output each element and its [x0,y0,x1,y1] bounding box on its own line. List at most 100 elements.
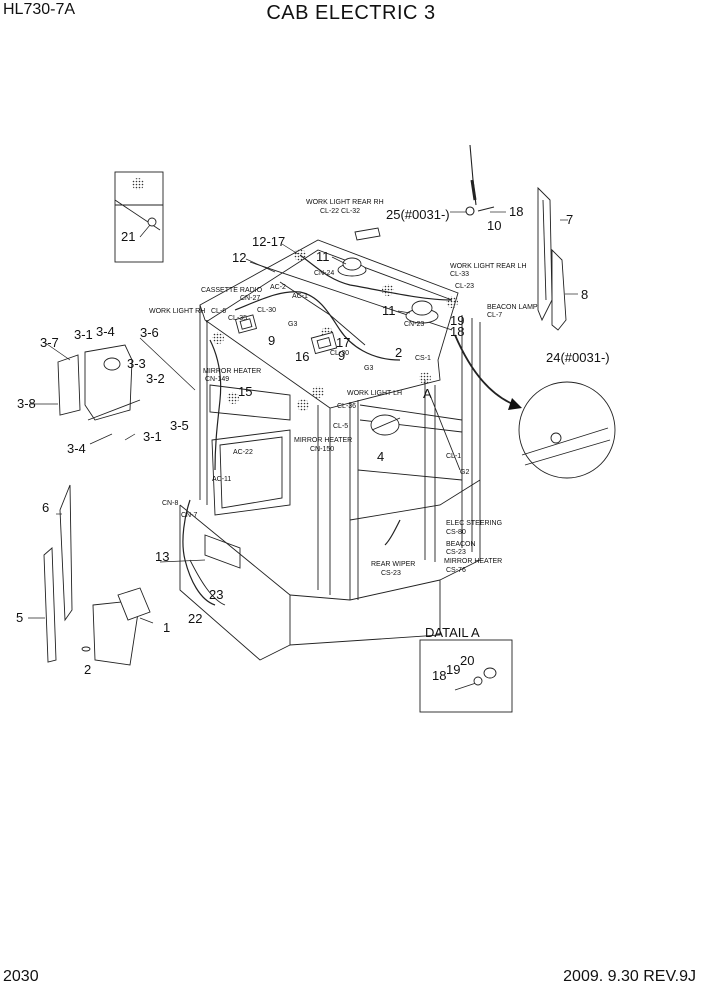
label-ac11: AC-11 [212,476,231,483]
callout-19a: 19 [450,313,464,328]
callout-18a: 18 [509,204,523,219]
wiper-blade-6 [59,484,73,622]
inset-24 [518,381,616,479]
label-mirror-heater-cs76: MIRROR HEATER [444,558,502,565]
callout-23: 23 [209,587,223,602]
label-mirror-heater-150: MIRROR HEATER [294,437,352,444]
label-beacon: BEACON [446,541,476,548]
wiper-arm-8 [551,248,567,331]
callout-A: A [423,386,432,401]
callout-4: 4 [377,449,384,464]
label-cs1: CS-1 [415,355,431,362]
label-cl1: CL-1 [446,453,461,460]
label-cn23: CN-23 [404,321,424,328]
washer-tank [57,344,141,421]
callout-3-5: 3-5 [170,418,189,433]
detail-a-title: DATAIL A [425,625,480,640]
callout-9a: 9 [268,333,275,348]
label-g3b: G3 [364,365,373,372]
label-cl36: CL-36 [337,403,356,410]
label-work-light-lh: WORK LIGHT LH [347,390,402,397]
label-cn7: CN-7 [181,512,197,519]
label-cl22-cl32: CL-22 CL-32 [320,208,360,215]
callout-3-4b: 3-4 [67,441,86,456]
callout-21: 21 [121,229,135,244]
label-cn150: CN-150 [310,446,334,453]
label-cl30b: CL-30 [330,350,349,357]
callout-25: 25(#0031-) [386,207,450,222]
label-cn27: CN-27 [240,295,260,302]
callout-3-2: 3-2 [146,371,165,386]
callout-3-7: 3-7 [40,335,59,350]
label-mirror-heater-149: MIRROR HEATER [203,368,261,375]
label-cassette-radio: CASSETTE RADIO [201,287,263,294]
bracket-25 [354,227,381,241]
arrow-line [454,334,516,406]
callout-3-4a: 3-4 [96,324,115,339]
motor-assembly-1 [81,587,151,666]
label-cs76: CS-76 [446,567,466,574]
work-lamp-11a [337,257,367,277]
wiper-arm-5 [43,547,57,663]
label-cl5: CL-5 [333,423,348,430]
callout-10: 10 [487,218,501,233]
wiper-motor-7 [537,186,553,322]
date-revision: 2009. 9.30 REV.9J [563,968,696,985]
work-lamp-11b [405,300,439,324]
label-work-light-rear-lh: WORK LIGHT REAR LH [450,263,527,270]
label-work-light-rh: WORK LIGHT RH [149,308,205,315]
roof-switch-9a [234,314,258,334]
callout-2b: 2 [395,345,402,360]
label-cs80: CS-80 [446,529,466,536]
label-elec-steering: ELEC STEERING [446,520,502,527]
callout-9b: 9 [338,348,345,363]
label-cs23a: CS-23 [446,549,466,556]
detail-a-box [419,639,513,713]
callout-3-3: 3-3 [127,356,146,371]
callout-22: 22 [188,611,202,626]
callout-3-1b: 3-1 [143,429,162,444]
label-cl7: CL-7 [487,312,502,319]
callout-18c: 18 [432,668,446,683]
label-g3a: G3 [288,321,297,328]
callout-3-8: 3-8 [17,396,36,411]
antenna [465,144,495,216]
label-g2: G2 [460,469,469,476]
panel-13 [189,534,241,606]
callout-1: 1 [163,620,170,635]
inset-21 [114,171,164,263]
callout-20: 20 [460,653,474,668]
label-cl6: CL-6 [211,308,226,315]
callout-18b: 18 [450,324,464,339]
callout-12-17: 12-17 [252,234,285,249]
detail-a-parts [454,667,497,691]
callout-17: 17 [336,335,350,350]
label-cs23b: CS-23 [381,570,401,577]
page-number: 2030 [3,968,39,985]
callout-3-1a: 3-1 [74,327,93,342]
callout-11b: 11 [382,303,396,318]
callout-3-6: 3-6 [140,325,159,340]
label-work-light-rear-rh: WORK LIGHT REAR RH [306,199,384,206]
callout-13: 13 [155,549,169,564]
callout-5: 5 [16,610,23,625]
callout-15: 15 [238,384,252,399]
leader-lines [28,211,578,624]
label-cn8: CN-8 [162,500,178,507]
callout-19b: 19 [446,662,460,677]
label-cn149: CN-149 [205,376,229,383]
page-title: CAB ELECTRIC 3 [266,2,436,24]
callouts: 21 12-17 12 11 25(#0031-) 10 18 7 8 11 1… [16,204,610,683]
connector-labels: WORK LIGHT REAR RH CL-22 CL-32 WORK LIGH… [149,199,538,577]
callout-12: 12 [232,250,246,265]
label-cn24: CN-24 [314,270,334,277]
model-number: HL730-7A [3,1,76,18]
callout-11a: 11 [316,249,330,264]
wiring-harness [182,254,453,606]
roof-switch-9b [310,331,338,355]
callout-6: 6 [42,500,49,515]
arrow-head [508,398,522,410]
callout-8: 8 [581,287,588,302]
